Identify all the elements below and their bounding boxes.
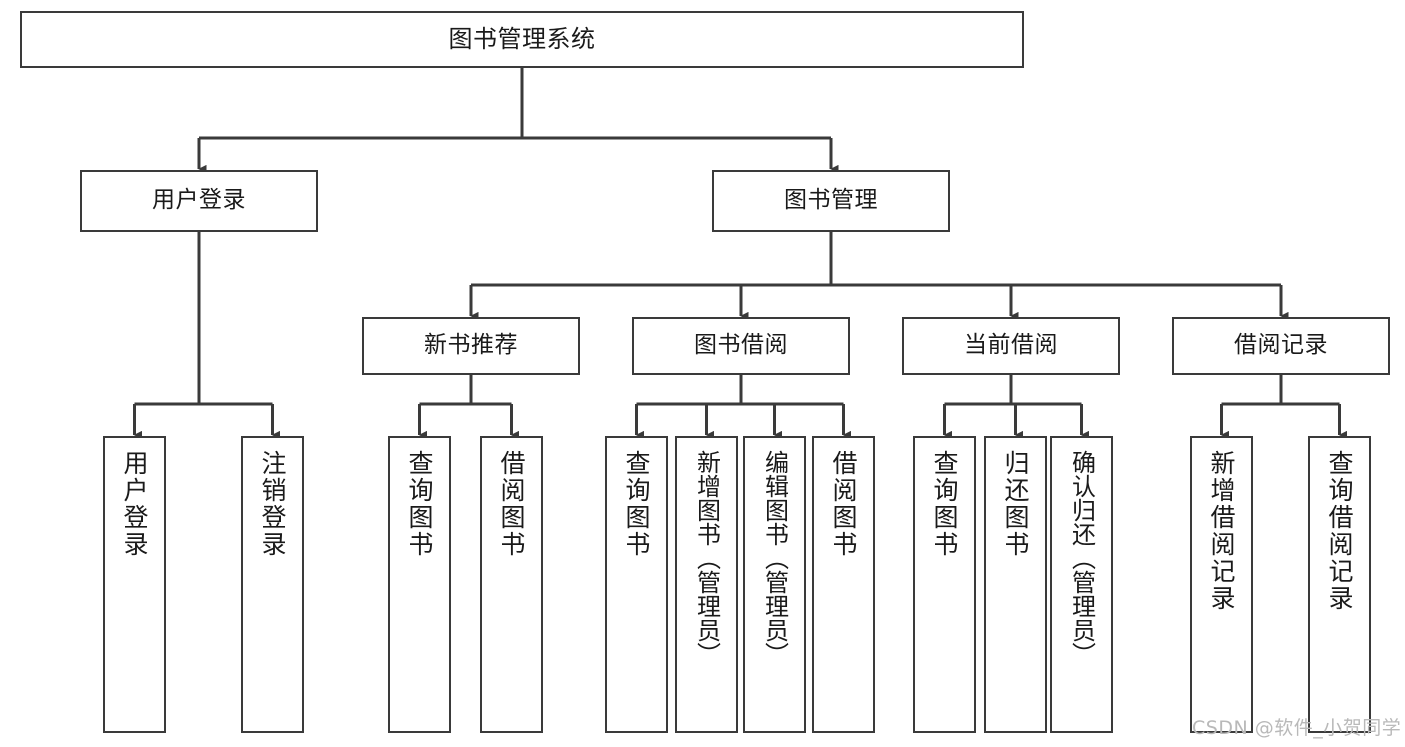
- node-label: 查询图书: [405, 450, 434, 558]
- node-label: 确认归还（管理员）: [1067, 450, 1096, 666]
- node-label: 当前借阅: [964, 332, 1058, 359]
- node-leaf-logout[interactable]: 注销登录: [241, 436, 304, 733]
- node-label: 新书推荐: [424, 332, 518, 359]
- node-leaf-add-book-admin[interactable]: 新增图书（管理员）: [675, 436, 738, 733]
- node-label: 用户登录: [152, 187, 246, 214]
- node-leaf-borrow-book-1[interactable]: 借阅图书: [480, 436, 543, 733]
- node-label: 查询图书: [930, 450, 959, 558]
- node-label: 查询图书: [622, 450, 651, 558]
- node-leaf-query-book-3[interactable]: 查询图书: [913, 436, 976, 733]
- node-label: 图书管理: [784, 187, 878, 214]
- node-label: 新增图书（管理员）: [692, 450, 721, 666]
- node-book-manage[interactable]: 图书管理: [712, 170, 950, 232]
- node-book-borrow[interactable]: 图书借阅: [632, 317, 850, 375]
- node-borrow-record[interactable]: 借阅记录: [1172, 317, 1390, 375]
- node-user-login[interactable]: 用户登录: [80, 170, 318, 232]
- node-label: 编辑图书（管理员）: [760, 450, 789, 666]
- node-leaf-edit-book-admin[interactable]: 编辑图书（管理员）: [743, 436, 806, 733]
- watermark: CSDN @软件_小贺同学: [1192, 717, 1402, 739]
- node-leaf-query-book-1[interactable]: 查询图书: [388, 436, 451, 733]
- node-label: 借阅图书: [829, 450, 858, 558]
- node-label: 查询借阅记录: [1325, 450, 1354, 612]
- node-label: 新增借阅记录: [1207, 450, 1236, 612]
- node-leaf-borrow-book-2[interactable]: 借阅图书: [812, 436, 875, 733]
- node-leaf-return-book[interactable]: 归还图书: [984, 436, 1047, 733]
- node-leaf-add-borrow-record[interactable]: 新增借阅记录: [1190, 436, 1253, 733]
- node-root[interactable]: 图书管理系统: [20, 11, 1024, 68]
- node-leaf-confirm-return-admin[interactable]: 确认归还（管理员）: [1050, 436, 1113, 733]
- node-label: 归还图书: [1001, 450, 1030, 558]
- node-label: 用户登录: [120, 450, 149, 558]
- node-leaf-query-borrow-record[interactable]: 查询借阅记录: [1308, 436, 1371, 733]
- node-current-borrow[interactable]: 当前借阅: [902, 317, 1120, 375]
- node-leaf-user-login[interactable]: 用户登录: [103, 436, 166, 733]
- node-label: 图书借阅: [694, 332, 788, 359]
- node-new-book-recommend[interactable]: 新书推荐: [362, 317, 580, 375]
- node-label: 借阅记录: [1234, 332, 1328, 359]
- node-label: 图书管理系统: [448, 25, 596, 54]
- node-label: 注销登录: [258, 450, 287, 558]
- node-leaf-query-book-2[interactable]: 查询图书: [605, 436, 668, 733]
- node-label: 借阅图书: [497, 450, 526, 558]
